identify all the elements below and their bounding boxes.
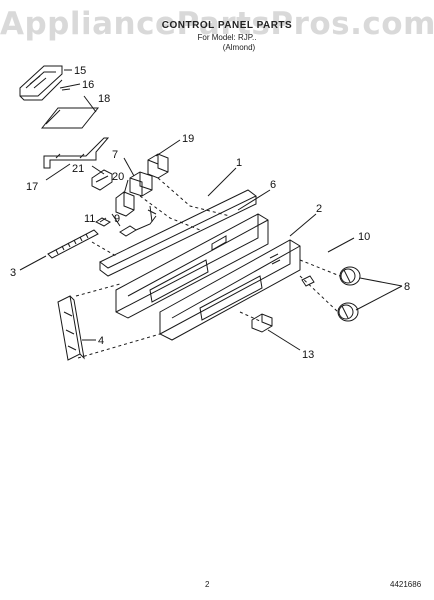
page-number: 2 xyxy=(205,580,210,589)
part-6-control-panel xyxy=(115,213,269,319)
callout-2: 2 xyxy=(316,203,322,215)
part-17-bracket xyxy=(43,137,110,169)
callout-3: 3 xyxy=(10,267,16,279)
diagram-title: CONTROL PANEL PARTS xyxy=(161,20,293,31)
callout-8: 8 xyxy=(404,281,410,293)
part-13-bezel xyxy=(251,313,273,333)
part-16-screw xyxy=(59,85,71,91)
part-1-console-rail xyxy=(99,189,257,277)
callout-6: 6 xyxy=(270,179,276,191)
callout-13: 13 xyxy=(302,349,314,361)
callout-4: 4 xyxy=(98,335,104,347)
part-19-switch xyxy=(147,153,169,179)
callout-11: 11 xyxy=(84,213,95,225)
callout-15: 15 xyxy=(74,65,86,77)
watermark: AppliancePartsPros.com xyxy=(0,6,434,42)
callout-21: 21 xyxy=(72,163,84,175)
part-11-clip xyxy=(95,217,111,227)
callout-18: 18 xyxy=(98,93,110,105)
callout-19: 19 xyxy=(182,133,194,145)
part-20-switch xyxy=(115,191,135,217)
part-8-knob-upper xyxy=(339,266,361,286)
part-10-stem xyxy=(301,275,315,287)
part-9-wire-harness xyxy=(119,205,157,237)
part-18-plate xyxy=(40,107,100,129)
color-variant: (Almond) xyxy=(222,43,256,52)
leader-lines xyxy=(19,69,403,351)
model-line: For Model: RJP.. xyxy=(197,33,257,42)
document-number: 4421686 xyxy=(390,580,422,589)
callout-16: 16 xyxy=(82,79,94,91)
assembly-lines xyxy=(75,177,341,359)
part-8-knob-lower xyxy=(337,302,359,322)
callout-20: 20 xyxy=(112,171,124,183)
callout-9: 9 xyxy=(114,213,120,225)
part-15-bracket-cap xyxy=(19,65,63,101)
callout-10: 10 xyxy=(358,231,370,243)
part-4-side-bracket xyxy=(57,295,85,361)
part-21-clip xyxy=(91,169,113,191)
part-3-terminal-block xyxy=(47,229,99,259)
callout-1: 1 xyxy=(236,157,242,169)
callout-17: 17 xyxy=(26,181,38,193)
part-7-switch xyxy=(129,171,153,197)
callout-7: 7 xyxy=(112,149,118,161)
